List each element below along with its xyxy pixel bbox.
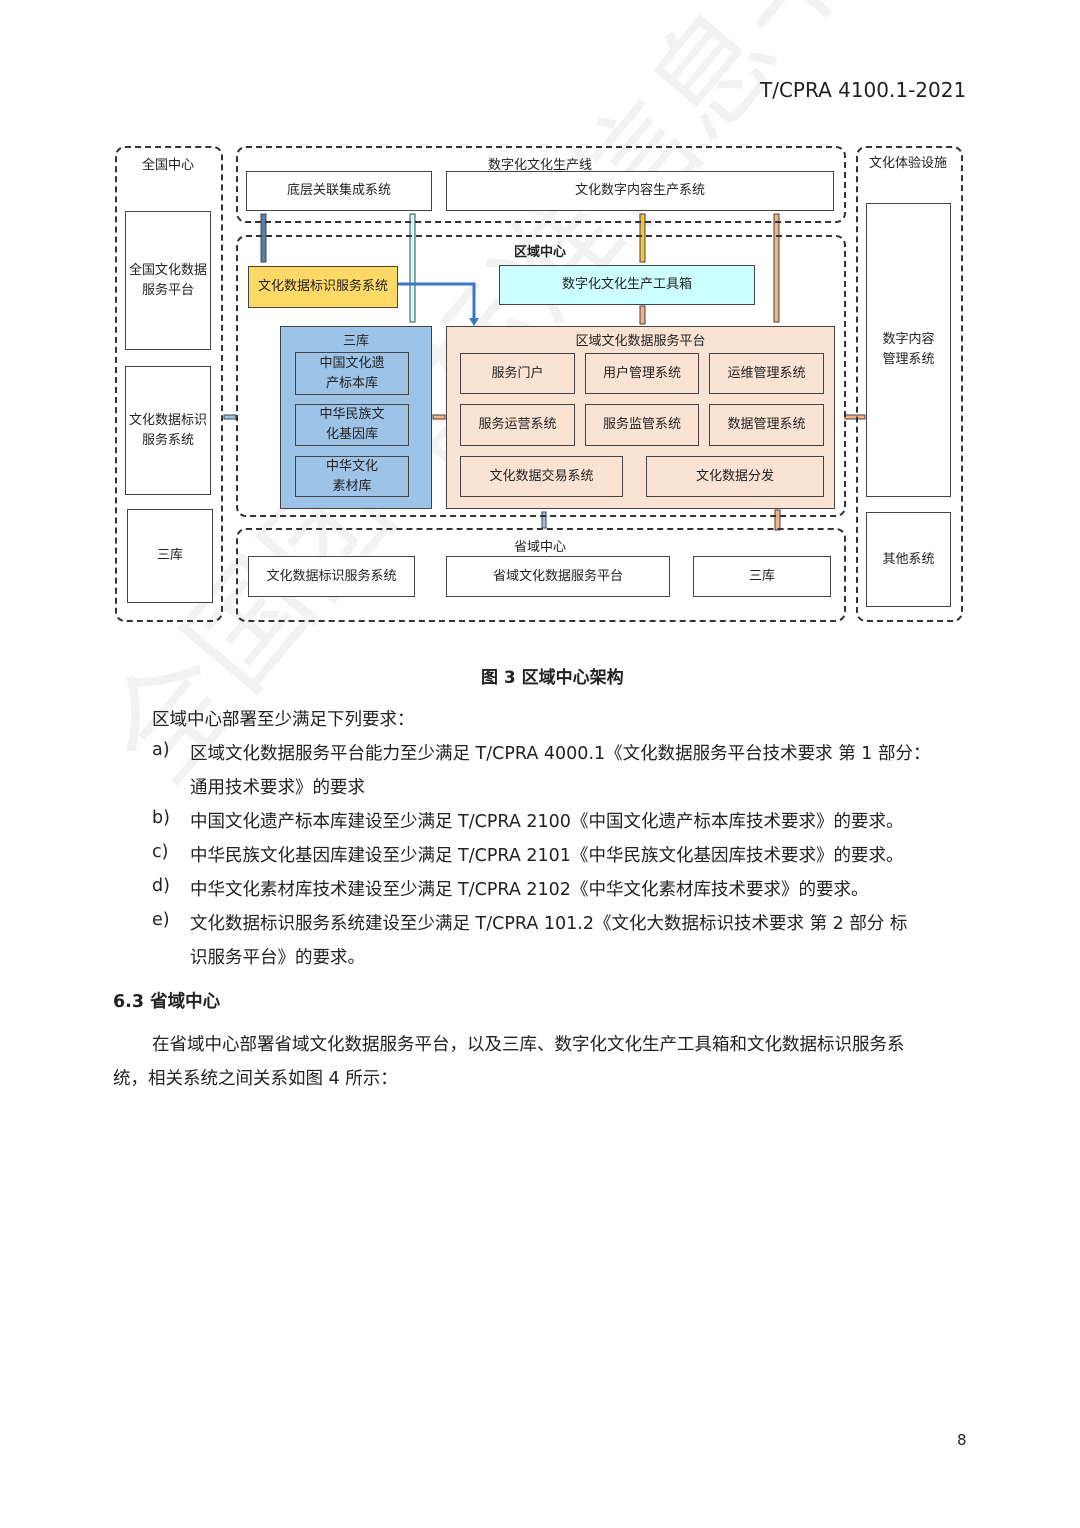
data-distribution: 文化数据分发	[646, 456, 824, 497]
content-production-system: 文化数字内容生产系统	[446, 171, 834, 211]
production-line-title: 数字化文化生产线	[487, 158, 593, 173]
section-title: 6.3 省域中心	[113, 992, 221, 1012]
item-c-marker: c)	[152, 842, 169, 862]
service-operation-system: 服务运营系统	[460, 404, 575, 446]
intro-text: 区域中心部署至少满足下列要求：	[152, 710, 415, 730]
arrow-content-to-platform	[773, 213, 780, 323]
national-three-libs: 三库	[127, 509, 213, 603]
arrow-regional-provincial-2	[774, 509, 781, 531]
item-c-line1: 中华民族文化基因库建设至少满足 T/CPRA 2101《中华民族文化基因库技术要…	[190, 846, 904, 866]
arrow-bottom-to-id	[260, 213, 267, 263]
national-center	[115, 146, 223, 622]
platform-title: 区域文化数据服务平台	[575, 334, 706, 349]
arrow-id-to-platform	[398, 282, 476, 320]
data-trading-system: 文化数据交易系统	[460, 456, 623, 497]
arrow-toolbox-to-platform	[639, 305, 646, 325]
item-e-marker: e)	[152, 910, 170, 930]
diagram-arrows	[223, 213, 866, 531]
data-mgmt-system: 数据管理系统	[709, 404, 824, 446]
user-mgmt-system: 用户管理系统	[585, 353, 699, 394]
experience-facility-title: 文化体验设施	[868, 156, 948, 171]
service-supervision-system: 服务监管系统	[585, 404, 699, 446]
item-d-line1: 中华文化素材库技术建设至少满足 T/CPRA 2102《中华文化素材库技术要求》…	[190, 880, 869, 900]
material-lib: 中华文化素材库	[295, 456, 409, 497]
national-platform: 全国文化数据服务平台	[125, 211, 211, 350]
arrow-content-to-toolbox	[639, 213, 646, 263]
para-line1: 在省域中心部署省域文化数据服务平台，以及三库、数字化文化生产工具箱和文化数据标识…	[152, 1035, 905, 1055]
item-d-marker: d)	[152, 876, 170, 896]
three-libs-title: 三库	[342, 334, 369, 349]
production-line	[236, 146, 846, 223]
production-toolbox: 数字化文化生产工具箱	[499, 265, 755, 305]
ops-mgmt-system: 运维管理系统	[709, 353, 824, 394]
arrow-bottom-to-libs	[409, 213, 416, 323]
item-a-line2: 通用技术要求》的要求	[190, 778, 365, 798]
provincial-three-libs: 三库	[693, 556, 831, 597]
other-systems: 其他系统	[866, 512, 951, 607]
national-id-system: 文化数据标识服务系统	[125, 366, 211, 495]
regional-center	[236, 235, 846, 517]
bottom-integration-system: 底层关联集成系统	[246, 171, 432, 211]
provincial-platform: 省域文化数据服务平台	[446, 556, 670, 597]
item-e-line2: 识服务平台》的要求。	[190, 948, 365, 968]
provincial-center-title: 省域中心	[513, 540, 567, 555]
national-center-title: 全国中心	[141, 158, 195, 173]
item-a-line1: 区域文化数据服务平台能力至少满足 T/CPRA 4000.1《文化数据服务平台技…	[190, 744, 931, 764]
content-mgmt-system: 数字内容管理系统	[866, 203, 951, 497]
page-number: 8	[957, 1431, 967, 1449]
experience-facility	[856, 146, 963, 622]
regional-center-title: 区域中心	[513, 245, 567, 260]
item-b-line1: 中国文化遗产标本库建设至少满足 T/CPRA 2100《中国文化遗产标本库技术要…	[190, 812, 904, 832]
provincial-center	[236, 528, 846, 622]
item-e-line1: 文化数据标识服务系统建设至少满足 T/CPRA 101.2《文化大数据标识技术要…	[190, 914, 908, 934]
item-a-marker: a)	[152, 740, 170, 760]
arrow-libs-platform	[432, 414, 446, 420]
service-portal: 服务门户	[460, 353, 575, 394]
heritage-lib: 中国文化遗产标本库	[295, 352, 409, 395]
arrow-national-regional	[223, 414, 237, 420]
figure-caption: 图 3 区域中心架构	[481, 668, 624, 688]
gene-lib: 中华民族文化基因库	[295, 404, 409, 446]
regional-id-system: 文化数据标识服务系统	[248, 266, 398, 308]
doc-id: T/CPRA 4100.1-2021	[760, 78, 967, 102]
item-b-marker: b)	[152, 808, 170, 828]
para-line2: 统，相关系统之间关系如图 4 所示：	[113, 1069, 398, 1089]
provincial-id-system: 文化数据标识服务系统	[248, 556, 415, 597]
